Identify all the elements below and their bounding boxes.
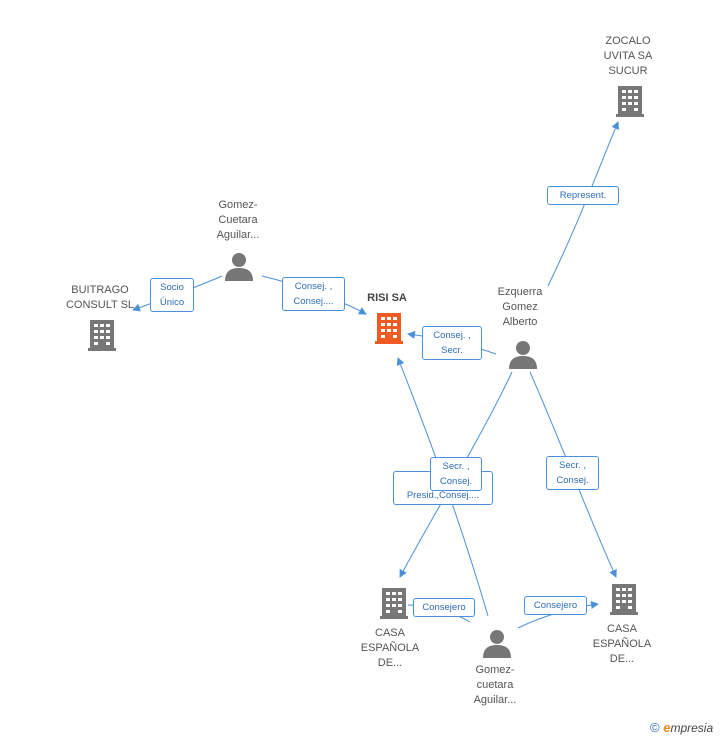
person-icon[interactable] [482, 628, 512, 658]
node-gomez-bottom-label[interactable]: Gomez- cuetara Aguilar... [473, 664, 517, 706]
node-risi-label[interactable]: RISI SA [367, 292, 407, 304]
node-zocalo-label[interactable]: ZOCALO UVITA SA SUCUR [603, 35, 653, 77]
edge-label-consejero-right[interactable]: Consejero [524, 596, 587, 615]
node-buitrago-label[interactable]: BUITRAGO CONSULT SL [65, 284, 135, 311]
building-icon[interactable] [614, 84, 646, 118]
footer-brand: © empresia [650, 720, 713, 735]
edge-label-secr-consej-mid[interactable]: Secr. , Consej. [430, 457, 482, 491]
edge-label-socio-unico[interactable]: Socio Único [150, 278, 194, 312]
copyright-icon: © [650, 720, 660, 735]
node-ezquerra-label[interactable]: Ezquerra Gomez Alberto [497, 286, 543, 328]
edge-label-consejero-left[interactable]: Consejero [413, 598, 475, 617]
node-casa-right-label[interactable]: CASA ESPAÑOLA DE... [592, 623, 652, 665]
edge-label-secr-consej-right[interactable]: Secr. , Consej. [546, 456, 599, 490]
brand-e: e [663, 720, 671, 735]
node-gomez-top-label[interactable]: Gomez- Cuetara Aguilar... [216, 199, 260, 241]
main-building-icon[interactable] [373, 311, 405, 345]
edge-label-represent[interactable]: Represent. [547, 186, 619, 205]
person-icon[interactable] [224, 251, 254, 281]
edge-label-consej-consej[interactable]: Consej. , Consej.... [282, 277, 345, 311]
person-icon[interactable] [508, 339, 538, 369]
brand-name: mpresia [670, 721, 714, 735]
node-casa-left-label[interactable]: CASA ESPAÑOLA DE... [360, 627, 420, 669]
building-icon[interactable] [86, 318, 118, 352]
edge-label-consej-secr[interactable]: Consej. , Secr. [422, 326, 482, 360]
building-icon[interactable] [608, 582, 640, 616]
building-icon[interactable] [378, 586, 410, 620]
